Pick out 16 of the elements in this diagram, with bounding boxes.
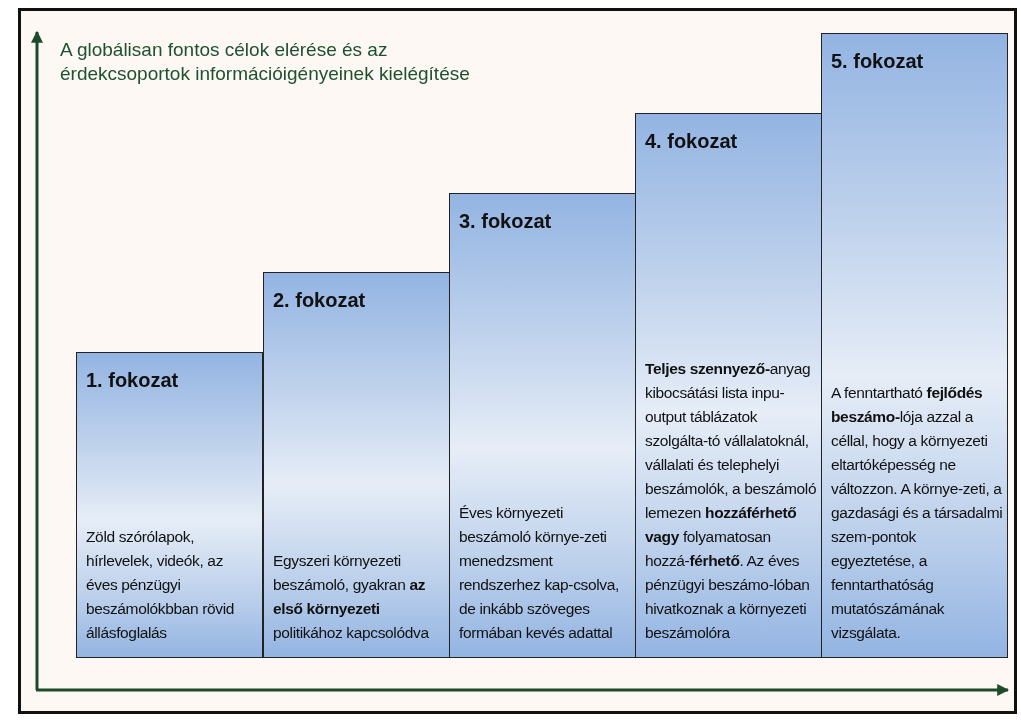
axis-label: A globálisan fontos célok elérése és az érdekcsoportok információigényeinek kielégítése <box>60 38 471 86</box>
step-box <box>635 113 822 658</box>
step-description: Egyszeri környezeti beszámoló, gyakran az első környezeti politikához kapcsolódva <box>273 551 430 643</box>
step-heading: 4. fokozat <box>645 130 738 153</box>
step-box <box>821 33 1008 658</box>
step-description: Teljes szennyező-anyag kibocsátási lista inpu-output táblázatok szolgálta-tó vállalatoknál, vállalati és telephelyi beszámolók, a beszámoló lemezen hozzáférhető vagy folyamatosan hozzá-férhető. Az éves pénzügyi beszámo-lóban hivatkoznak a környezeti beszámolóra <box>645 359 817 643</box>
step-box <box>76 352 263 658</box>
step-box <box>449 193 636 658</box>
step-heading: 2. fokozat <box>273 289 366 312</box>
step-heading: 5. fokozat <box>831 50 924 73</box>
step-description: Zöld szórólapok, hírlevelek, videók, az éves pénzügyi beszámolókbban rövid állásfoglalás <box>86 527 236 643</box>
step-box <box>263 272 450 658</box>
step-description: Éves környezeti beszámoló környe-zeti menedzsment rendszerhez kap-csolva, de inkább szöveges formában kevés adattal <box>459 503 620 643</box>
step-heading: 3. fokozat <box>459 210 552 233</box>
step-description: A fenntartható fejlődés beszámo-lója azzal a céllal, hogy a környezeti eltartóképesség ne változzon. A környe-zeti, a gazdasági és a társadalmi szem-pontok egyeztetése, a fenntarthatóság mutatószámának vizsgálata. <box>831 383 1003 643</box>
step-heading: 1. fokozat <box>86 369 179 392</box>
